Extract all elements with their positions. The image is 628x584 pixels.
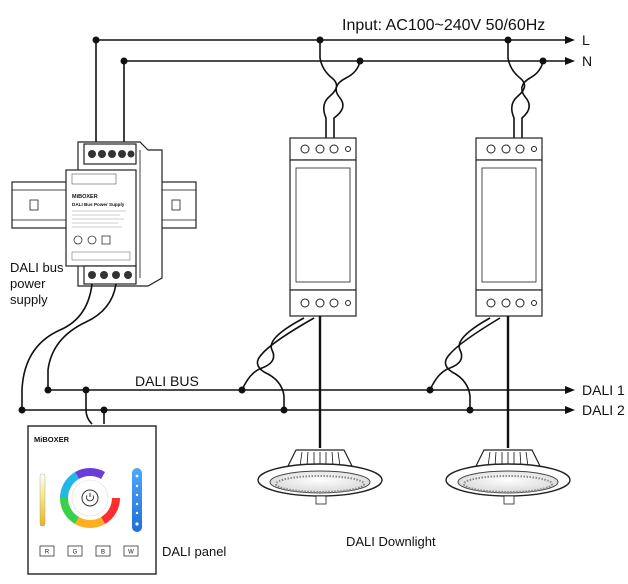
psu-n-wire — [119, 61, 125, 153]
terminal-screw — [124, 271, 132, 279]
led-driver-2 — [475, 137, 543, 317]
psu-dali2-wire — [21, 283, 93, 410]
downlight-caption: DALI Downlight — [346, 534, 436, 549]
panel-caption: DALI panel — [162, 544, 226, 559]
dali-bus-label: DALI BUS — [135, 373, 199, 389]
panel-button-g: G — [67, 545, 83, 557]
driver2-dali-tap — [429, 316, 510, 448]
terminal-screw — [108, 150, 116, 158]
panel-da-wire — [85, 390, 93, 425]
panel-button-b: B — [95, 545, 111, 557]
panel-button-g-label: G — [73, 550, 78, 556]
terminal-screw — [112, 271, 120, 279]
color-wheel — [60, 468, 120, 528]
input-label: Input: AC100~240V 50/60Hz — [342, 17, 545, 34]
dali-panel: MiBOXER R G — [27, 425, 157, 575]
panel-button-b-label: B — [101, 550, 105, 556]
dali-bus-lines — [18, 386, 575, 414]
downlight-2 — [445, 449, 571, 505]
dali2-label: DALI 2 — [582, 402, 625, 418]
zone-indicator-strip — [132, 468, 142, 532]
line-n-label: N — [582, 53, 592, 69]
driver1-da-wire — [241, 317, 305, 391]
psu-status-strip — [71, 251, 131, 261]
psu-bottom-terminals — [83, 265, 137, 285]
junction-dot — [44, 386, 52, 394]
line-l-label: L — [582, 32, 590, 48]
dali1-arrow — [565, 386, 575, 394]
psu-dali1-wire — [47, 283, 117, 390]
power-icon — [86, 495, 94, 502]
driver2-db-wire — [444, 317, 501, 410]
psu-wiring-icon — [71, 173, 117, 185]
driver1-dali-tap — [241, 316, 322, 448]
driver1-db-wire — [256, 317, 315, 410]
dali1-label: DALI 1 — [582, 382, 625, 398]
psu-caption-line1: DALI bus — [10, 260, 64, 275]
panel-button-r: R — [39, 545, 55, 557]
panel-bus-wires — [85, 390, 105, 425]
mains-lines — [92, 36, 575, 65]
terminal-screw — [88, 271, 96, 279]
power-button — [81, 489, 99, 507]
downlight2-lens — [457, 470, 559, 494]
driver2-body — [475, 159, 543, 291]
psu-caption-line3: supply — [10, 292, 48, 307]
downlight1-lens — [269, 470, 371, 494]
led-driver-1 — [289, 137, 357, 317]
dali2-arrow — [565, 406, 575, 414]
line-l-arrow — [565, 36, 575, 44]
terminal-screw — [98, 150, 106, 158]
psu-product-title: DALI Bus Power Supply — [72, 202, 125, 207]
psu-mains-feed — [95, 40, 125, 153]
psu-caption-line2: power — [10, 276, 46, 291]
brightness-slider — [39, 473, 46, 527]
driver1-mains-feed — [319, 40, 361, 140]
driver2-n-wire — [521, 60, 544, 140]
cert-mark-icon — [87, 235, 97, 245]
terminal-screw — [100, 271, 108, 279]
downlight-1 — [257, 449, 383, 505]
junction-dot — [18, 406, 26, 414]
line-n-arrow — [565, 57, 575, 65]
psu-front-label — [65, 169, 137, 267]
panel-button-w: W — [123, 545, 139, 557]
driver2-da-wire — [429, 317, 491, 391]
psu-bus-wires — [21, 283, 117, 410]
panel-button-r-label: R — [45, 550, 50, 556]
driver2-l-wire — [507, 40, 526, 140]
panel-brand: MiBOXER — [34, 435, 70, 444]
terminal-screw — [127, 150, 135, 158]
psu-brand: MiBOXER — [72, 194, 98, 200]
terminal-screw — [118, 150, 126, 158]
terminal-screw — [88, 150, 96, 158]
dali-bus-power-supply: MiBOXER DALI Bus Power Supply — [65, 141, 163, 287]
driver1-n-wire — [333, 60, 361, 140]
psu-l-wire — [95, 40, 103, 153]
panel-button-w-label: W — [128, 550, 134, 556]
driver2-mains-feed — [507, 40, 544, 140]
driver1-body — [289, 159, 357, 291]
recycle-bin-icon — [101, 235, 111, 245]
cert-mark-icon — [73, 235, 83, 245]
